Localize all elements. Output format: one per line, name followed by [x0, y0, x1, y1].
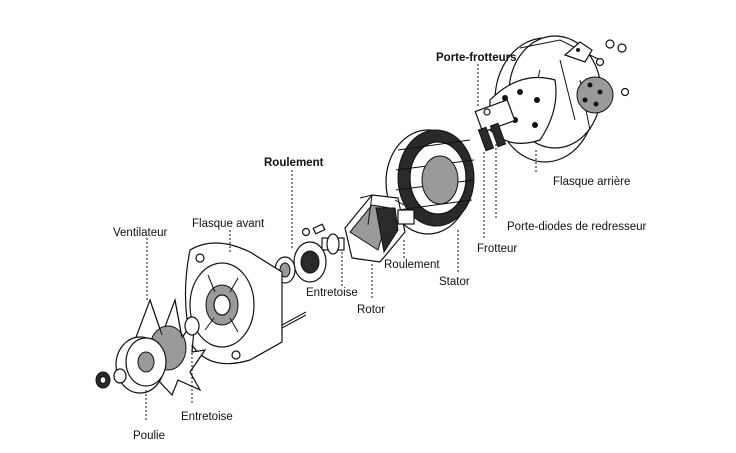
label-entretoise-bottom: Entretoise: [181, 411, 233, 423]
label-entretoise-mid: Entretoise: [306, 287, 358, 299]
label-stator: Stator: [439, 276, 470, 288]
rotor-drawing: [321, 194, 415, 263]
pulley-drawing: [95, 336, 167, 394]
brush-holder-drawing: [474, 99, 516, 152]
label-roulement-mid: Roulement: [384, 259, 440, 271]
front-housing-drawing: [184, 242, 307, 365]
front-bearing-drawing: [274, 223, 327, 284]
label-flasque-avant: Flasque avant: [192, 218, 265, 230]
label-ventilateur: Ventilateur: [113, 227, 168, 239]
label-frotteur: Frotteur: [477, 243, 517, 255]
label-poulie: Poulie: [133, 430, 165, 442]
label-flasque-arriere: Flasque arrière: [553, 176, 630, 188]
label-roulement-top: Roulement: [264, 157, 324, 169]
label-porte-diodes: Porte-diodes de redresseur: [507, 221, 647, 233]
leader-lines: [145, 64, 537, 422]
stator-drawing: [385, 129, 475, 235]
diode-plate-drawing: [489, 76, 557, 144]
label-porte-frotteurs: Porte-frotteurs: [436, 52, 517, 64]
label-rotor: Rotor: [357, 304, 385, 316]
